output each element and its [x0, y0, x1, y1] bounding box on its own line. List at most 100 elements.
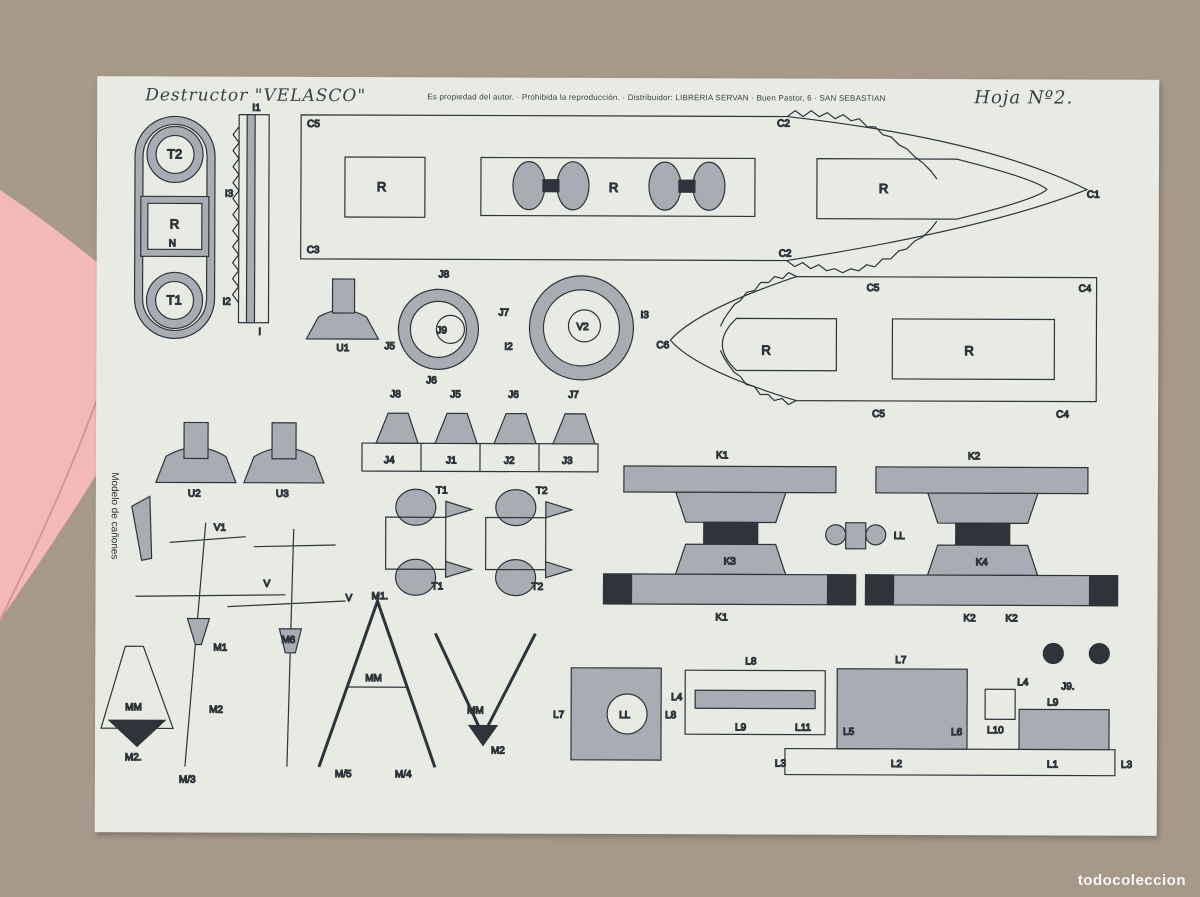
t-label-2: T2 [536, 486, 548, 497]
l-label-l4b: L4 [1017, 677, 1029, 688]
mast-label-v1: V1 [214, 523, 227, 534]
k2-label-top: K2 [968, 451, 981, 462]
cone-part: MM M2. [100, 645, 174, 764]
turret-label-center: R [170, 216, 179, 231]
t-label-4: T2 [532, 582, 544, 593]
strip-label-low: I2 [223, 297, 232, 308]
k1-label-top: K1 [716, 450, 729, 461]
hull-bottom-label-c5a: C5 [867, 283, 880, 294]
l-label-l3a: L3 [775, 759, 787, 770]
k1-label-bottom: K1 [715, 612, 728, 623]
u1-part: U1 [305, 278, 380, 355]
box-label-j4: J4 [384, 455, 395, 466]
hull-top-label-c5: C5 [307, 119, 320, 130]
l-label-l4a: L4 [671, 692, 683, 703]
cone-label-mm: MM [125, 702, 142, 713]
watermark-logo: todocoleccion [1077, 872, 1186, 889]
turret-label-bottom: T1 [167, 292, 182, 307]
u2-label: U2 [188, 488, 201, 499]
k4-label: K4 [976, 557, 989, 568]
side-label: Modelo de cañones [109, 472, 120, 559]
wheel-j9: J8 J7 J9 J5 J6 [384, 269, 510, 387]
mast-label-v-right: V [345, 593, 352, 604]
deck-panel-label-1: R [377, 179, 386, 194]
l-label-l9a: L9 [735, 722, 747, 733]
l-label-l8a: L8 [665, 710, 677, 721]
ll-part: LL [825, 522, 906, 550]
strip-part: I1 I3 I2 I [222, 102, 270, 338]
hull-top-label-c3: C3 [307, 245, 320, 256]
mast-label-m2: M2 [209, 705, 223, 716]
a-frame-label-mm: MM [365, 673, 382, 684]
l-label-l11: L11 [795, 723, 811, 734]
v-frame-label-mm: MM [467, 705, 484, 716]
l-label-l2: L2 [891, 759, 903, 770]
cone-label-m2: M2. [125, 752, 142, 763]
wheel-label-j5: J5 [384, 341, 395, 352]
box-label-j6: J6 [508, 390, 519, 401]
l-label-l7a: L7 [553, 710, 565, 721]
l-label-l8b: L8 [745, 656, 757, 667]
ll-label: LL [894, 531, 906, 542]
k2-label-bottom-b: K2 [1005, 613, 1018, 624]
a-frame-part: M1. MM M/5 M/4 [317, 591, 437, 781]
l-label-ll: LL [619, 710, 631, 721]
strip-label-top: I1 [252, 103, 261, 114]
mast-label-m6: M6 [281, 635, 295, 646]
box-label-j5: J5 [450, 389, 461, 400]
cutout-drawing: T2 T1 R N I1 I3 I2 I [100, 102, 1133, 786]
lower-panel-label-2: R [964, 343, 973, 358]
box-label-j8: J8 [390, 389, 401, 400]
wheel-label-i3: I3 [640, 310, 649, 321]
deck-panel-label-3: R [879, 181, 888, 196]
lower-panel-label-1: R [761, 342, 770, 357]
hull-bottom-label-c6: C6 [656, 340, 669, 351]
strip-label-bottom: I [258, 327, 261, 338]
wheel-label-v2: V2 [576, 322, 589, 333]
cannon-model-part [131, 495, 153, 562]
wheel-label-j9: J9 [436, 325, 447, 336]
l-label-l7b: L7 [895, 655, 907, 666]
k2-label-bottom-a: K2 [963, 613, 976, 624]
v-frame-part: MM M2 [434, 632, 537, 757]
hull-top-label-c2a: C2 [777, 119, 790, 130]
wheel-label-i2: I2 [504, 342, 513, 353]
l-label-l9b: L9 [1047, 697, 1059, 708]
u1-label: U1 [336, 343, 349, 354]
k2-part: K2 K2 K2 K4 [864, 451, 1119, 625]
u3-label: U3 [276, 489, 289, 500]
box-row-j: J8 J5 J6 J7 J4 J1 J2 J3 [361, 389, 599, 473]
a-frame-label-m4: M/4 [395, 769, 412, 780]
l-label-l6: L6 [951, 727, 963, 738]
hull-bottom-label-c4a: C4 [1079, 284, 1092, 295]
box-label-j7: J7 [568, 390, 579, 401]
box-label-j3: J3 [562, 456, 573, 467]
a-frame-label-m1: M1. [371, 591, 388, 602]
hull-top-label-c1: C1 [1087, 190, 1100, 201]
l-label-l3b: L3 [1121, 760, 1133, 771]
hull-bottom-label-c4b: C4 [1056, 409, 1069, 420]
t-parts: T1 T2 T1 T2 [385, 485, 574, 597]
a-frame-label-m5: M/5 [335, 769, 352, 780]
wheel-label-j6: J6 [426, 375, 437, 386]
hull-top-label-c2b: C2 [779, 249, 792, 260]
mast-label-m1: M1 [213, 643, 227, 654]
wheel-v2: I3 I2 V2 [504, 275, 650, 381]
hull-deck-top: R R R C5 C2 C1 C3 C2 [300, 109, 1101, 274]
mast-left: V1 M1 M2 M/3 [135, 522, 286, 786]
mast-label-m3: M/3 [179, 774, 196, 785]
u2-u3-parts: U2 U3 [155, 421, 325, 500]
hull-deck-bottom: R R C5 C4 C6 C5 C4 [656, 271, 1098, 421]
wheel-label-j7: J7 [498, 308, 509, 319]
t-label-1: T1 [436, 485, 448, 496]
strip-label-side: I3 [225, 189, 234, 200]
l-label-l1: L1 [1047, 759, 1059, 770]
l-parts: L7 LL L8 L8 L4 L9 L11 L7 L5 L6 L2 L1 L3 … [552, 642, 1133, 777]
k1-part: K1 K1 K3 [602, 450, 857, 624]
turret-label-n: N [169, 238, 176, 249]
turret-label-top: T2 [167, 146, 182, 161]
l-label-l10: L10 [987, 725, 1004, 736]
l-label-l5: L5 [843, 727, 855, 738]
t-label-3: T1 [432, 581, 444, 592]
turret-base-part: T2 T1 R N [133, 115, 216, 340]
